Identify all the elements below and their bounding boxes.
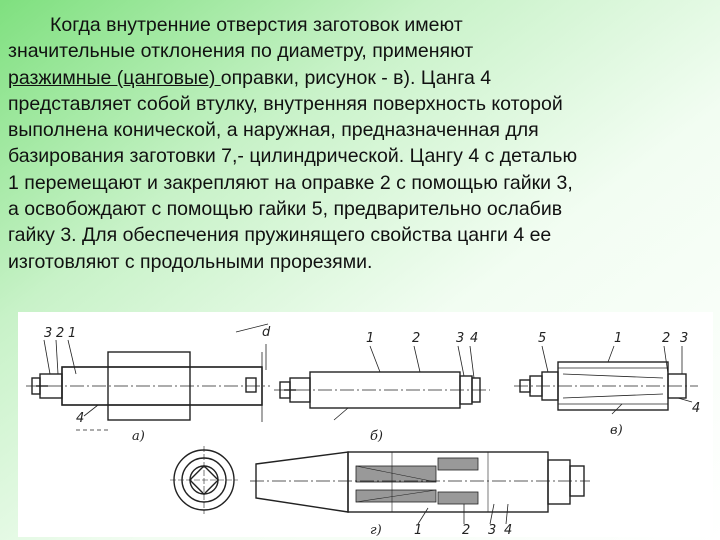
text-line-3-rest: оправки, рисунок - в). Цанга 4 (220, 66, 492, 89)
label-b-4: 4 (470, 331, 478, 346)
caption-b: б) (370, 429, 383, 444)
text-line-7: 1 перемещают и закрепляют на оправке 2 с… (8, 171, 573, 194)
text-line-6: базирования заготовки 7,- цилиндрической… (8, 145, 578, 168)
text-line-8: а освобождают с помощью гайки 5, предвар… (8, 198, 563, 221)
label-v-3: 3 (680, 331, 688, 346)
text-line-1: Когда внутренние отверстия заготовок име… (50, 14, 463, 36)
caption-a: а) (132, 429, 145, 444)
label-g-2: 2 (462, 523, 470, 537)
label-g-4: 4 (504, 523, 512, 537)
caption-g: г) (370, 523, 382, 537)
label-b-1: 1 (366, 331, 374, 346)
text-line-9: гайку 3. Для обеспечения пружинящего сво… (8, 224, 552, 247)
label-v-2: 2 (662, 331, 670, 346)
drawing-g-collet: 1 2 3 4 г) (250, 451, 590, 537)
label-v-1: 1 (614, 331, 622, 346)
label-a-d: d (262, 325, 271, 340)
text-line-10: изготовляют с продольными прорезями. (8, 250, 373, 273)
text-line-4: представляет собой втулку, внутренняя по… (8, 92, 563, 115)
label-v-5: 5 (538, 331, 546, 346)
label-a-1: 1 (68, 326, 76, 341)
drawing-v-mandrel: 5 1 2 3 4 в) (514, 331, 700, 438)
caption-v: в) (610, 423, 623, 438)
underlined-term: разжимные (цанговые) (8, 66, 221, 89)
label-g-3: 3 (488, 523, 496, 537)
drawing-g-end-view (170, 446, 238, 514)
slide-text: Когда внутренние отверстия заготовок име… (8, 12, 713, 275)
label-a-4: 4 (76, 411, 84, 426)
drawing-a-mandrel: 3 2 1 4 d а) (26, 323, 271, 444)
label-b-3: 3 (456, 331, 464, 346)
text-line-2: значительные отклонения по диаметру, при… (8, 40, 474, 63)
label-a-2: 2 (56, 326, 64, 341)
drawing-b-mandrel: 1 2 3 4 б) (274, 331, 490, 444)
label-v-4: 4 (692, 401, 700, 416)
mandrel-drawing-figure: 3 2 1 4 d а) 1 2 3 4 б) (18, 312, 713, 537)
label-g-1: 1 (414, 523, 422, 537)
text-line-5: выполнена конической, а наружная, предна… (8, 119, 539, 142)
label-b-2: 2 (412, 331, 420, 346)
text-line-3: разжимные (цанговые) оправки, рисунок - … (8, 65, 713, 91)
label-a-3: 3 (44, 326, 52, 341)
